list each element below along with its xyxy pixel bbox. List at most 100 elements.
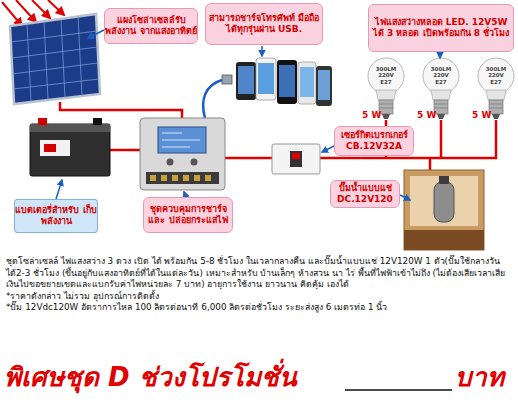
charge-controller-part-part (194, 175, 200, 181)
mobile-phones-part (236, 62, 256, 100)
battery-part (40, 140, 70, 156)
charge-controller-part (191, 159, 198, 166)
submersible-pump-part (439, 176, 449, 184)
power-wire-part (440, 120, 443, 158)
mobile-phones-part (256, 58, 276, 100)
charge-controller-part-part (205, 175, 211, 181)
led-bulbs-part-part (379, 104, 393, 105)
callout-box: แบตเตอรี่สำหรับ เก็บพลังงาน (14, 199, 98, 233)
leader-arrow-part (322, 146, 334, 152)
solar-panel-part (11, 16, 99, 102)
led-bulbs-part-part (376, 90, 396, 100)
callout-text: สามารถชาร์จโทรศัพท์ มือถือได้ทุกรุ่นผ่าน… (206, 13, 322, 36)
callout-box: ชุดควบคุมการชาร์จ และ ปล่อยกระแสไฟ (143, 197, 233, 233)
charge-controller-part-part (150, 175, 156, 181)
battery-part (30, 124, 110, 132)
charge-controller-part (150, 175, 211, 181)
description-text: ชุดโซล่าเซลล์ ไฟแสงสว่าง 3 ดวง เปิด ได้ … (6, 256, 514, 291)
callout-box: เซอร์กิตเบรกเกอร์ CB.12V32A (334, 126, 414, 156)
leader-arrow-part (439, 53, 441, 58)
bulb-spec: 300LM 220V E27 (429, 66, 453, 85)
leader-arrow-part (261, 46, 263, 56)
solar-panel-part-part (11, 31, 97, 42)
led-bulbs (368, 58, 514, 119)
mobile-phones-part (238, 66, 254, 94)
led-bulbs-part-part (437, 114, 445, 119)
battery-part (93, 118, 102, 125)
led-bulbs-part-part (489, 108, 503, 109)
leader-arrow (56, 30, 440, 200)
callout-box: สามารถชาร์จโทรศัพท์ มือถือได้ทุกรุ่นผ่าน… (205, 3, 323, 45)
led-bulbs-part-part (382, 114, 390, 119)
mobile-phones-part (316, 66, 332, 106)
price-unit: บาท (455, 356, 517, 397)
led-bulbs-part-part (492, 114, 500, 119)
led-bulbs-part-part (478, 58, 514, 94)
usb-cable (203, 75, 232, 118)
charge-controller-part (158, 127, 206, 153)
battery-part (38, 118, 47, 125)
circuit-breaker-part (292, 153, 300, 159)
wattage-label: 5 W (472, 110, 502, 120)
led-bulbs-part-part (486, 90, 506, 100)
led-bulbs-part (478, 58, 514, 119)
callout-box: ปั๊มน้ำแบบแช่ DC.12V120 (330, 180, 400, 208)
led-bulbs-part-part (489, 104, 503, 105)
circuit-breaker (272, 144, 320, 174)
charge-controller-part (167, 159, 174, 166)
sun-rays-part (32, 0, 50, 18)
led-bulbs-part-part (379, 108, 393, 109)
power-wire-part (225, 157, 272, 160)
mobile-phones-part (298, 62, 316, 104)
callout-text: แบตเตอรี่สำหรับ เก็บพลังงาน (15, 205, 97, 228)
led-bulbs-part (368, 58, 404, 119)
callout-box: ไฟแสงสว่างหลอด LED. 12V5W ได้ 3 หลอด เปิ… (368, 4, 514, 52)
solar-panel-part-part (12, 63, 98, 74)
sun-rays-part (48, 0, 64, 15)
charge-controller-part (162, 133, 200, 147)
bulb-spec: 300LM 220V E27 (484, 66, 508, 85)
submersible-pump-part (410, 176, 478, 226)
price-blank-line (345, 389, 452, 391)
callout-text: แผงโซล่าเซลล์รับพลังงาน จากแสงอาทิตย์ (105, 15, 197, 38)
mobile-phones (236, 58, 332, 106)
mobile-phones-part (277, 60, 297, 104)
mobile-phones-part (300, 67, 314, 97)
solar-panel-part-part (78, 16, 82, 96)
power-wire-part (110, 149, 140, 152)
charge-controller (140, 118, 225, 190)
promo-heading: พิเศษชุด D ช่วงโปรโมชั่น (4, 356, 344, 397)
usb-cable-part (203, 80, 222, 118)
submersible-pump-part (434, 182, 454, 222)
solar-panel-part-part (13, 79, 99, 89)
wattage-label: 5 W (417, 110, 447, 120)
led-bulbs-part-part (431, 90, 451, 100)
submersible-pump-part (404, 230, 484, 250)
led-bulbs-part-part (434, 108, 448, 109)
mobile-phones-part (318, 70, 330, 100)
leader-arrow-part (88, 30, 104, 38)
power-wire-part (495, 120, 498, 158)
usb-cable-part (222, 75, 232, 84)
circuit-breaker-part (290, 151, 302, 167)
charge-controller-part-part (183, 175, 189, 181)
led-bulbs-part (423, 58, 459, 119)
solar-panel-part (10, 14, 100, 104)
charge-controller-part-part (162, 140, 200, 141)
bulb-spec: 300LM 220V E27 (374, 66, 398, 85)
leader-arrow-part (400, 195, 410, 200)
wattage-label: 5 W (362, 110, 392, 120)
solar-panel-part-part (44, 21, 48, 100)
solar-panel-part-part (27, 24, 31, 102)
charge-controller-part (140, 118, 225, 190)
led-bulbs-part-part (423, 58, 459, 94)
sun-rays-part (16, 0, 36, 22)
note-text: *ราคาดังกล่าว ไม่รวม อุปกรณ์การติดตั้ง (6, 291, 514, 303)
callout-text: เซอร์กิตเบรกเกอร์ CB.12V32A (335, 130, 413, 153)
callout-text: ชุดควบคุมการชาร์จ และ ปล่อยกระแสไฟ (144, 204, 232, 227)
mobile-phones-part (258, 63, 274, 94)
mobile-phones-part (279, 65, 295, 97)
led-bulbs-part-part (434, 104, 448, 105)
